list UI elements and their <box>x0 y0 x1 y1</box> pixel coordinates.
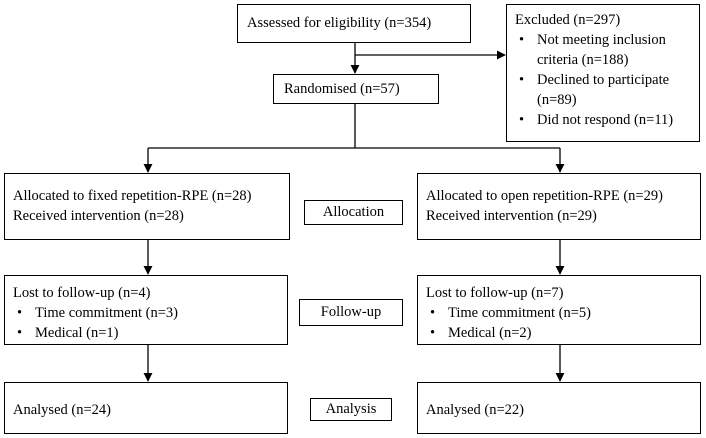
open-received-text: Received intervention (n=29) <box>426 208 597 224</box>
excluded-item: Not meeting inclusion criteria (n=188) <box>515 30 699 70</box>
open-lost-item: Time commitment (n=5) <box>426 303 700 323</box>
open-lost-item: Medical (n=2) <box>426 323 700 343</box>
assessed-text: Assessed for eligibility (n=354) <box>247 15 432 31</box>
excluded-item: Did not respond (n=11) <box>515 110 699 130</box>
open-followup-box: Lost to follow-up (n=7) Time commitment … <box>417 275 701 345</box>
analysis-label: Analysis <box>310 398 392 421</box>
fixed-lost-text: Lost to follow-up (n=4) <box>13 285 151 301</box>
open-allocation-box: Allocated to open repetition-RPE (n=29) … <box>417 173 701 240</box>
fixed-allocated-text: Allocated to fixed repetition-RPE (n=28) <box>13 188 252 204</box>
randomised-text: Randomised (n=57) <box>284 81 400 97</box>
fixed-lost-item: Medical (n=1) <box>13 323 287 343</box>
fixed-followup-box: Lost to follow-up (n=4) Time commitment … <box>4 275 288 345</box>
open-allocated-text: Allocated to open repetition-RPE (n=29) <box>426 188 663 204</box>
open-analysis-box: Analysed (n=22) <box>417 382 701 434</box>
excluded-box: Excluded (n=297) Not meeting inclusion c… <box>506 4 700 142</box>
fixed-analysed-text: Analysed (n=24) <box>13 402 111 418</box>
allocation-label: Allocation <box>304 200 403 225</box>
fixed-analysis-box: Analysed (n=24) <box>4 382 288 434</box>
excluded-title: Excluded (n=297) <box>515 12 621 28</box>
assessed-box: Assessed for eligibility (n=354) <box>237 4 471 43</box>
open-lost-text: Lost to follow-up (n=7) <box>426 285 564 301</box>
open-analysed-text: Analysed (n=22) <box>426 402 524 418</box>
randomised-box: Randomised (n=57) <box>273 74 439 104</box>
followup-label: Follow-up <box>299 299 403 326</box>
fixed-received-text: Received intervention (n=28) <box>13 208 184 224</box>
fixed-lost-item: Time commitment (n=3) <box>13 303 287 323</box>
fixed-allocation-box: Allocated to fixed repetition-RPE (n=28)… <box>4 173 290 240</box>
excluded-item: Declined to participate (n=89) <box>515 70 699 110</box>
